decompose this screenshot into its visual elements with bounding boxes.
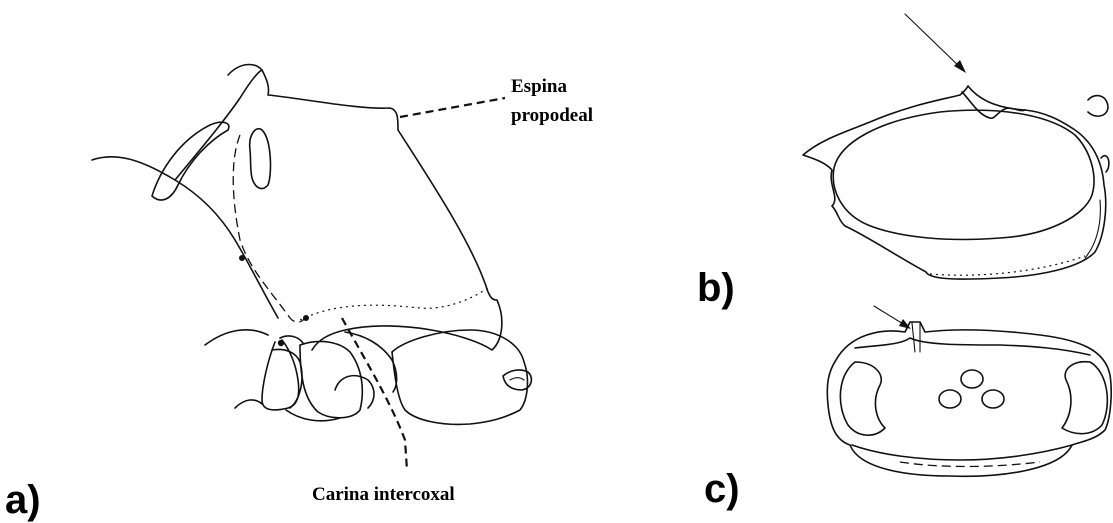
thorax-base <box>235 400 262 408</box>
coxa-left <box>262 340 299 410</box>
propodeum-dotted-margin <box>300 288 488 320</box>
right-cavity <box>1062 362 1107 434</box>
espina-leader-line <box>400 98 505 117</box>
foramen-top <box>961 370 983 388</box>
segment-c-lower-plate <box>852 445 1072 460</box>
segment-c-lower-dashes <box>900 462 1040 467</box>
suture-dot-upper <box>239 255 245 261</box>
carina-label: Carina intercoxal <box>312 484 455 505</box>
suture-dashed <box>233 135 305 322</box>
side-knob-upper <box>1088 96 1108 117</box>
segment-outer <box>803 86 1106 279</box>
espina-label-line2: propodeal <box>511 105 593 126</box>
spiracle <box>250 129 271 189</box>
suture-dot-lower <box>303 315 309 321</box>
espina-label-line1: Espina <box>511 76 567 97</box>
coxa-middle-inner <box>335 376 374 408</box>
panel-c-drawing <box>827 306 1111 476</box>
foramen-left <box>939 390 961 408</box>
panel-b-label: b) <box>697 266 735 310</box>
panel-a-drawing <box>92 65 531 425</box>
foramen-right <box>982 390 1004 408</box>
panel-b-drawing <box>803 14 1109 279</box>
coxa-bottom-link <box>286 410 340 421</box>
thorax-upper-outline <box>92 157 278 318</box>
hind-segment <box>392 330 527 424</box>
coxa-middle <box>300 341 362 417</box>
petiole-inner <box>510 378 524 380</box>
thorax-lower-outline <box>205 330 268 345</box>
segment-c-spine <box>912 323 920 352</box>
arrow-b-head <box>954 60 966 73</box>
panel-c-label: c) <box>704 467 740 511</box>
segment-bottom-dots <box>930 256 1085 275</box>
panel-a-label: a) <box>5 478 41 522</box>
coxa-dot <box>278 340 284 346</box>
propodeum-outline <box>175 70 502 350</box>
left-cavity <box>840 362 885 435</box>
segment-c-top-ridge <box>855 338 1090 355</box>
arrow-b-shaft <box>905 14 963 70</box>
dorsal-crest <box>962 92 1025 118</box>
segment-dorsal-plate <box>833 110 1094 239</box>
segment-side-line <box>1085 200 1100 258</box>
